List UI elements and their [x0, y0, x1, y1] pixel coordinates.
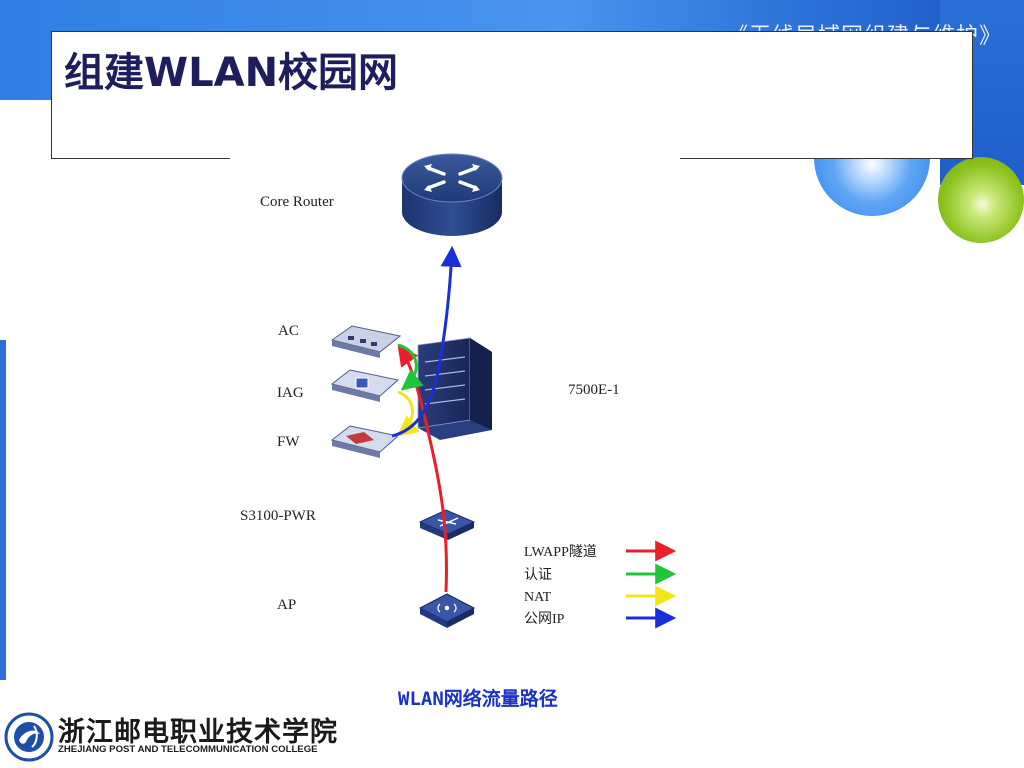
switch-7500-icon	[417, 337, 492, 440]
s3100-label: S3100-PWR	[240, 508, 316, 524]
legend-lwapp-label: LWAPP隧道	[524, 544, 597, 560]
fw-label: FW	[277, 434, 300, 450]
college-emblem-icon	[4, 712, 54, 762]
diagram-caption: WLAN网络流量路径	[398, 688, 558, 710]
public-ip-path	[391, 245, 462, 438]
legend: LWAPP隧道 认证 NAT 公网IP	[524, 540, 677, 629]
left-decor-strip	[0, 340, 6, 680]
iag-card-icon	[330, 369, 400, 402]
switch-7500-label: 7500E-1	[568, 382, 620, 398]
core-router-icon	[401, 153, 503, 236]
legend-nat-label: NAT	[524, 590, 552, 605]
legend-publicip-label: 公网IP	[524, 612, 565, 627]
ac-label: AC	[278, 323, 299, 339]
college-name-en: ZHEJIANG POST AND TELECOMMUNICATION COLL…	[58, 744, 318, 755]
legend-auth-label: 认证	[524, 567, 552, 583]
fw-card-icon	[330, 425, 400, 458]
title-box: 组建WLAN校园网	[51, 31, 973, 159]
auth-path	[397, 343, 424, 391]
college-name-cn: 浙江邮电职业技术学院	[58, 717, 338, 748]
slide-title: 组建WLAN校园网	[64, 50, 399, 96]
s3100-switch-icon	[418, 509, 476, 540]
ap-label: AP	[277, 597, 296, 613]
green-ball-decor	[938, 157, 1024, 243]
iag-label: IAG	[277, 385, 304, 401]
ac-card-icon	[330, 325, 402, 358]
ap-icon	[418, 593, 476, 628]
core-router-label: Core Router	[260, 194, 334, 210]
